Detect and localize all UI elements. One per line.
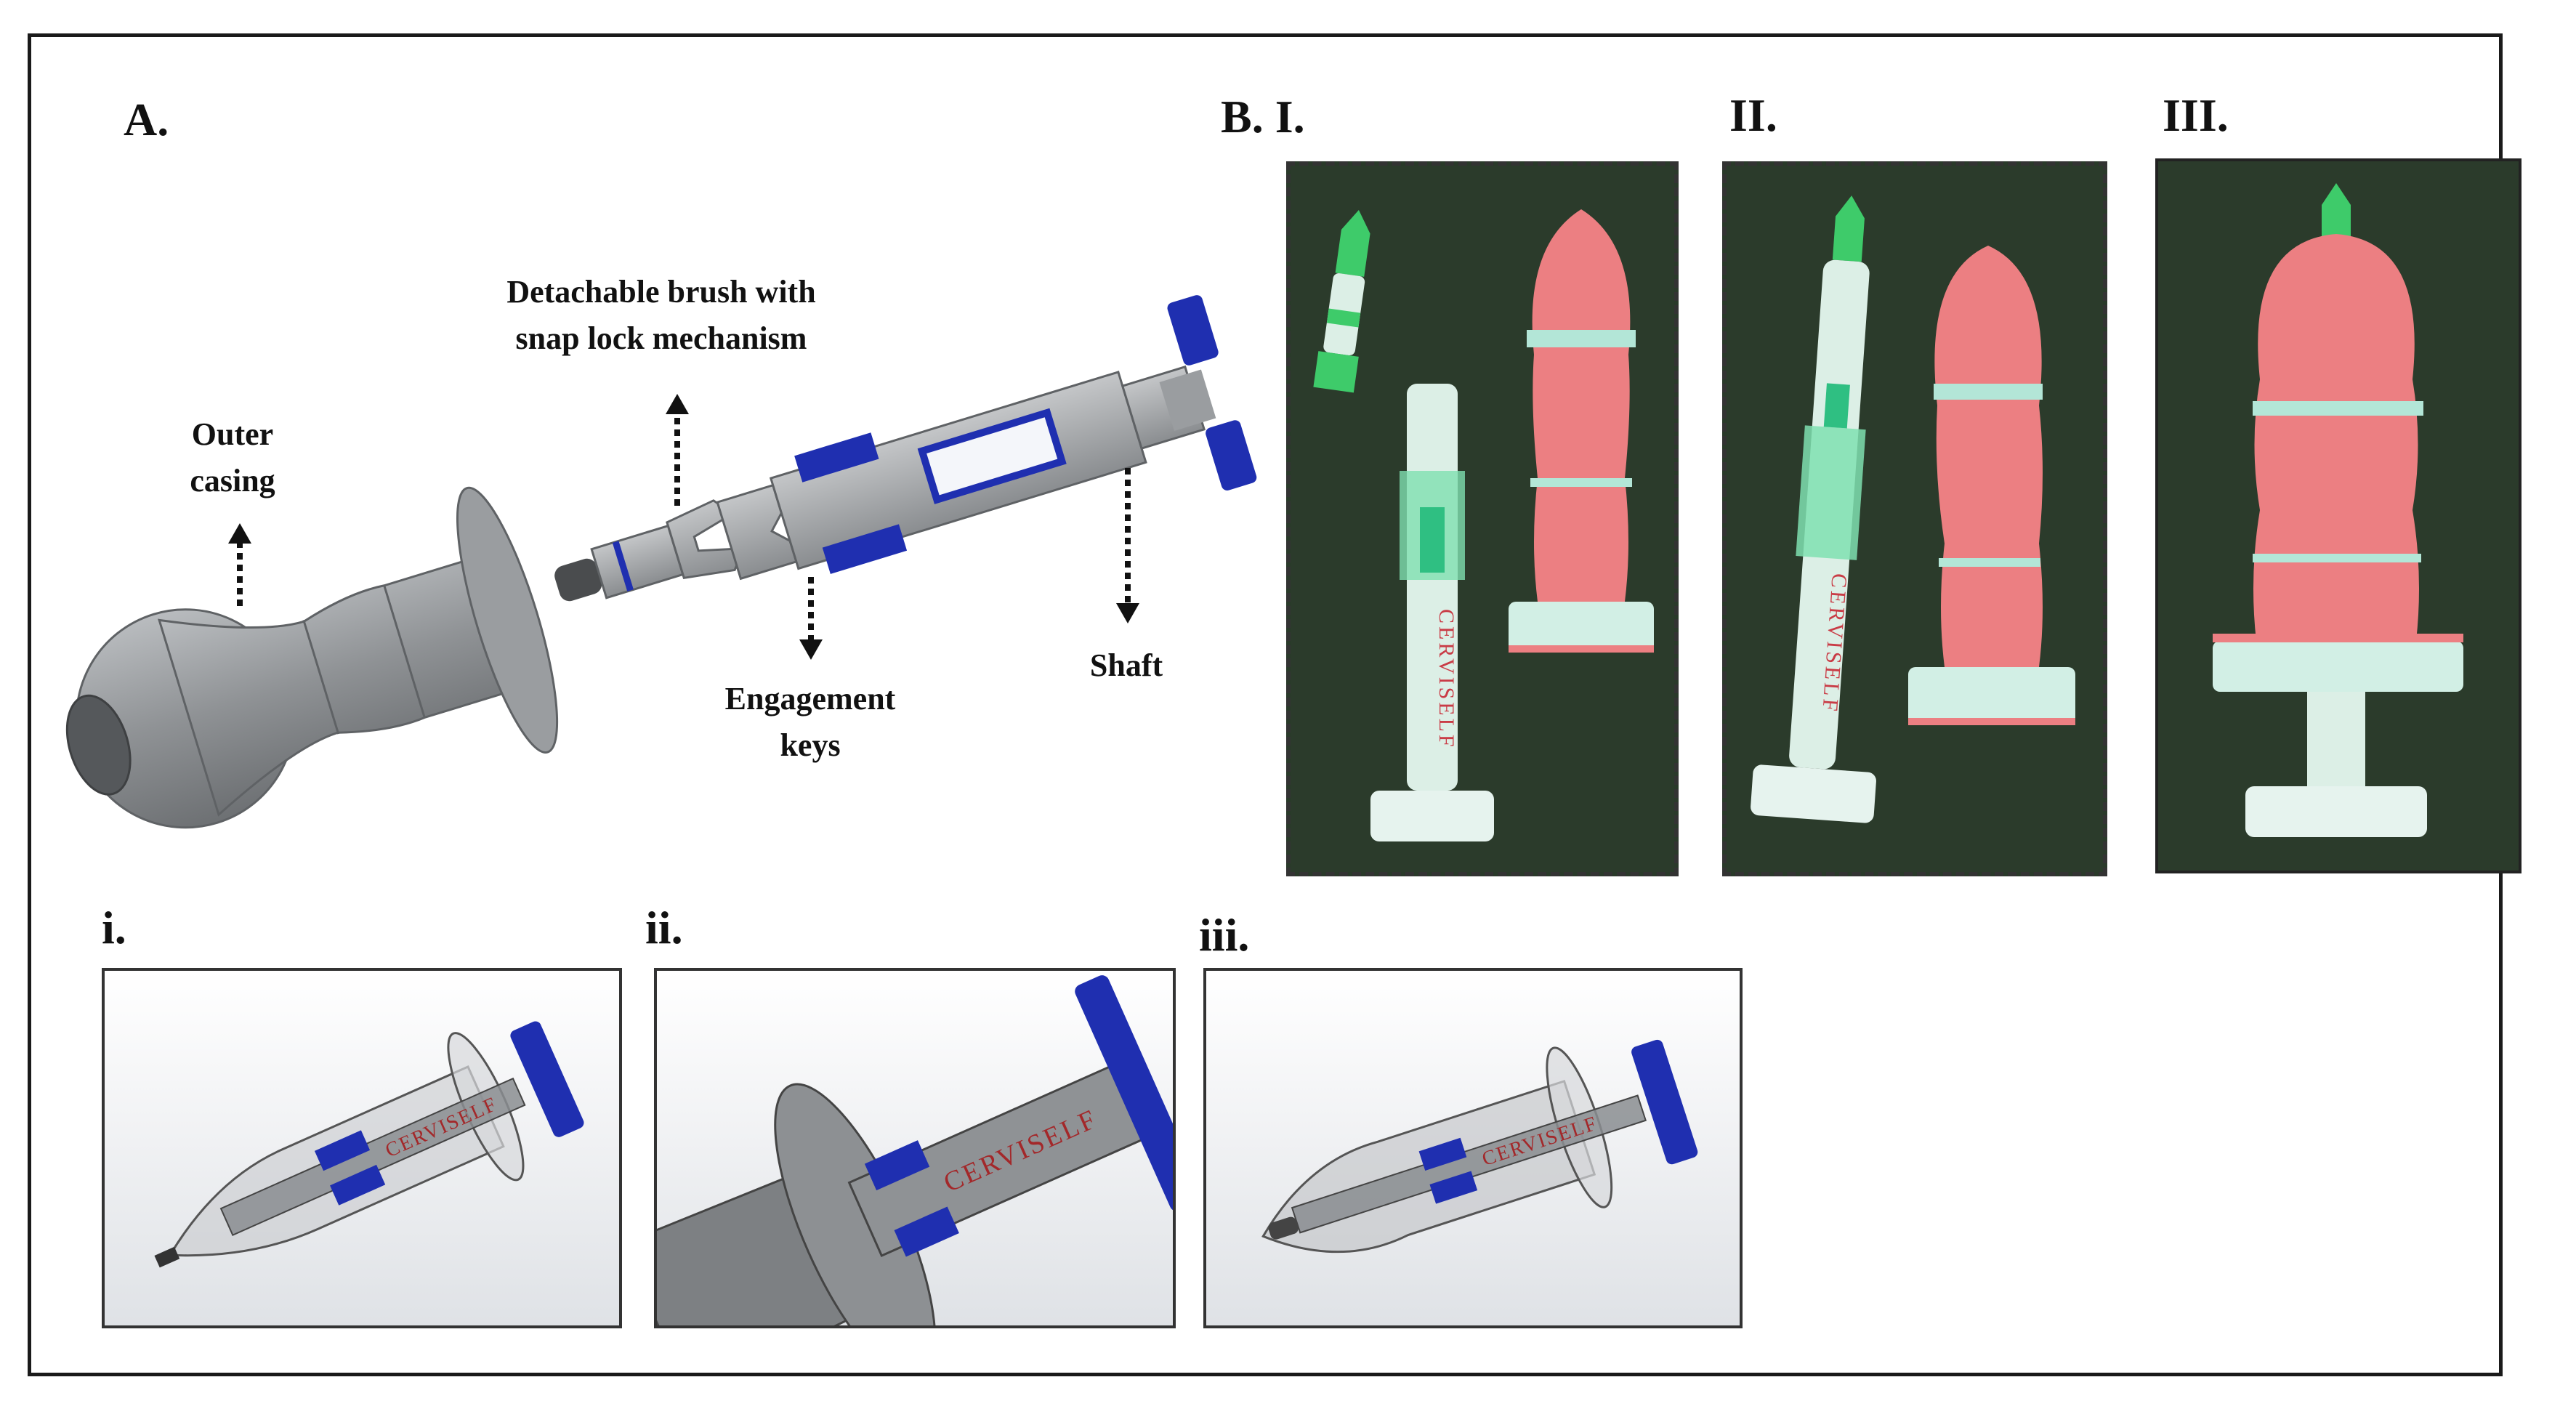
dotted-arrow-up-icon xyxy=(228,523,251,606)
photo-disassembled-content: CERVISELF xyxy=(1291,166,1674,872)
shaft-engraving: CERVISELF xyxy=(1434,609,1458,750)
panel-a-label: A. xyxy=(124,94,169,145)
render-ii: CERVISELF xyxy=(654,968,1176,1328)
render-label-i: i. xyxy=(102,902,126,953)
detachable-brush-part xyxy=(554,499,746,602)
render-label-ii: ii. xyxy=(645,902,683,953)
panel-b-label: B. I. xyxy=(1221,90,1305,144)
panel-b-sub-1: I. xyxy=(1275,91,1305,142)
photo-disassembled: CERVISELF xyxy=(1286,161,1679,876)
render-label-iii: iii. xyxy=(1199,909,1250,961)
render-iii: CERVISELF xyxy=(1203,968,1743,1328)
photo-partially-assembled-content: CERVISELF xyxy=(1727,166,2103,872)
callout-line: snap lock mechanism xyxy=(515,320,807,356)
callout-line: casing xyxy=(190,462,275,498)
panel-b-sub-3: III. xyxy=(2163,89,2229,141)
callout-shaft: Shaft xyxy=(1089,647,1163,683)
callout-line: Outer xyxy=(191,416,274,452)
dotted-arrow-down-icon xyxy=(1116,468,1139,623)
callout-line: keys xyxy=(780,727,841,763)
dotted-arrow-down-icon xyxy=(799,577,823,660)
photo-assembled-content xyxy=(2158,161,2519,871)
callout-outer-casing: Outer casing xyxy=(160,411,305,504)
render-ii-content: CERVISELF xyxy=(657,975,1173,1325)
callout-line: Detachable brush with xyxy=(506,274,816,310)
photo-assembled xyxy=(2155,158,2522,873)
render-iii-content: CERVISELF xyxy=(1261,1039,1698,1254)
panel-b-letter: B. xyxy=(1221,91,1264,142)
exploded-device-render xyxy=(65,295,1257,829)
outer-casing-part xyxy=(65,486,559,829)
callout-line: Engagement xyxy=(724,681,896,716)
shaft-part xyxy=(716,295,1257,581)
photo-partially-assembled: CERVISELF xyxy=(1722,161,2107,876)
panel-b-sub-2: II. xyxy=(1729,89,1777,141)
callout-detachable-brush: Detachable brush with snap lock mechanis… xyxy=(472,269,850,362)
callout-engagement-keys: Engagement keys xyxy=(705,676,916,769)
render-i: CERVISELF xyxy=(102,968,622,1328)
render-i-content: CERVISELF xyxy=(154,1021,584,1268)
dotted-arrow-up-icon xyxy=(666,394,689,506)
